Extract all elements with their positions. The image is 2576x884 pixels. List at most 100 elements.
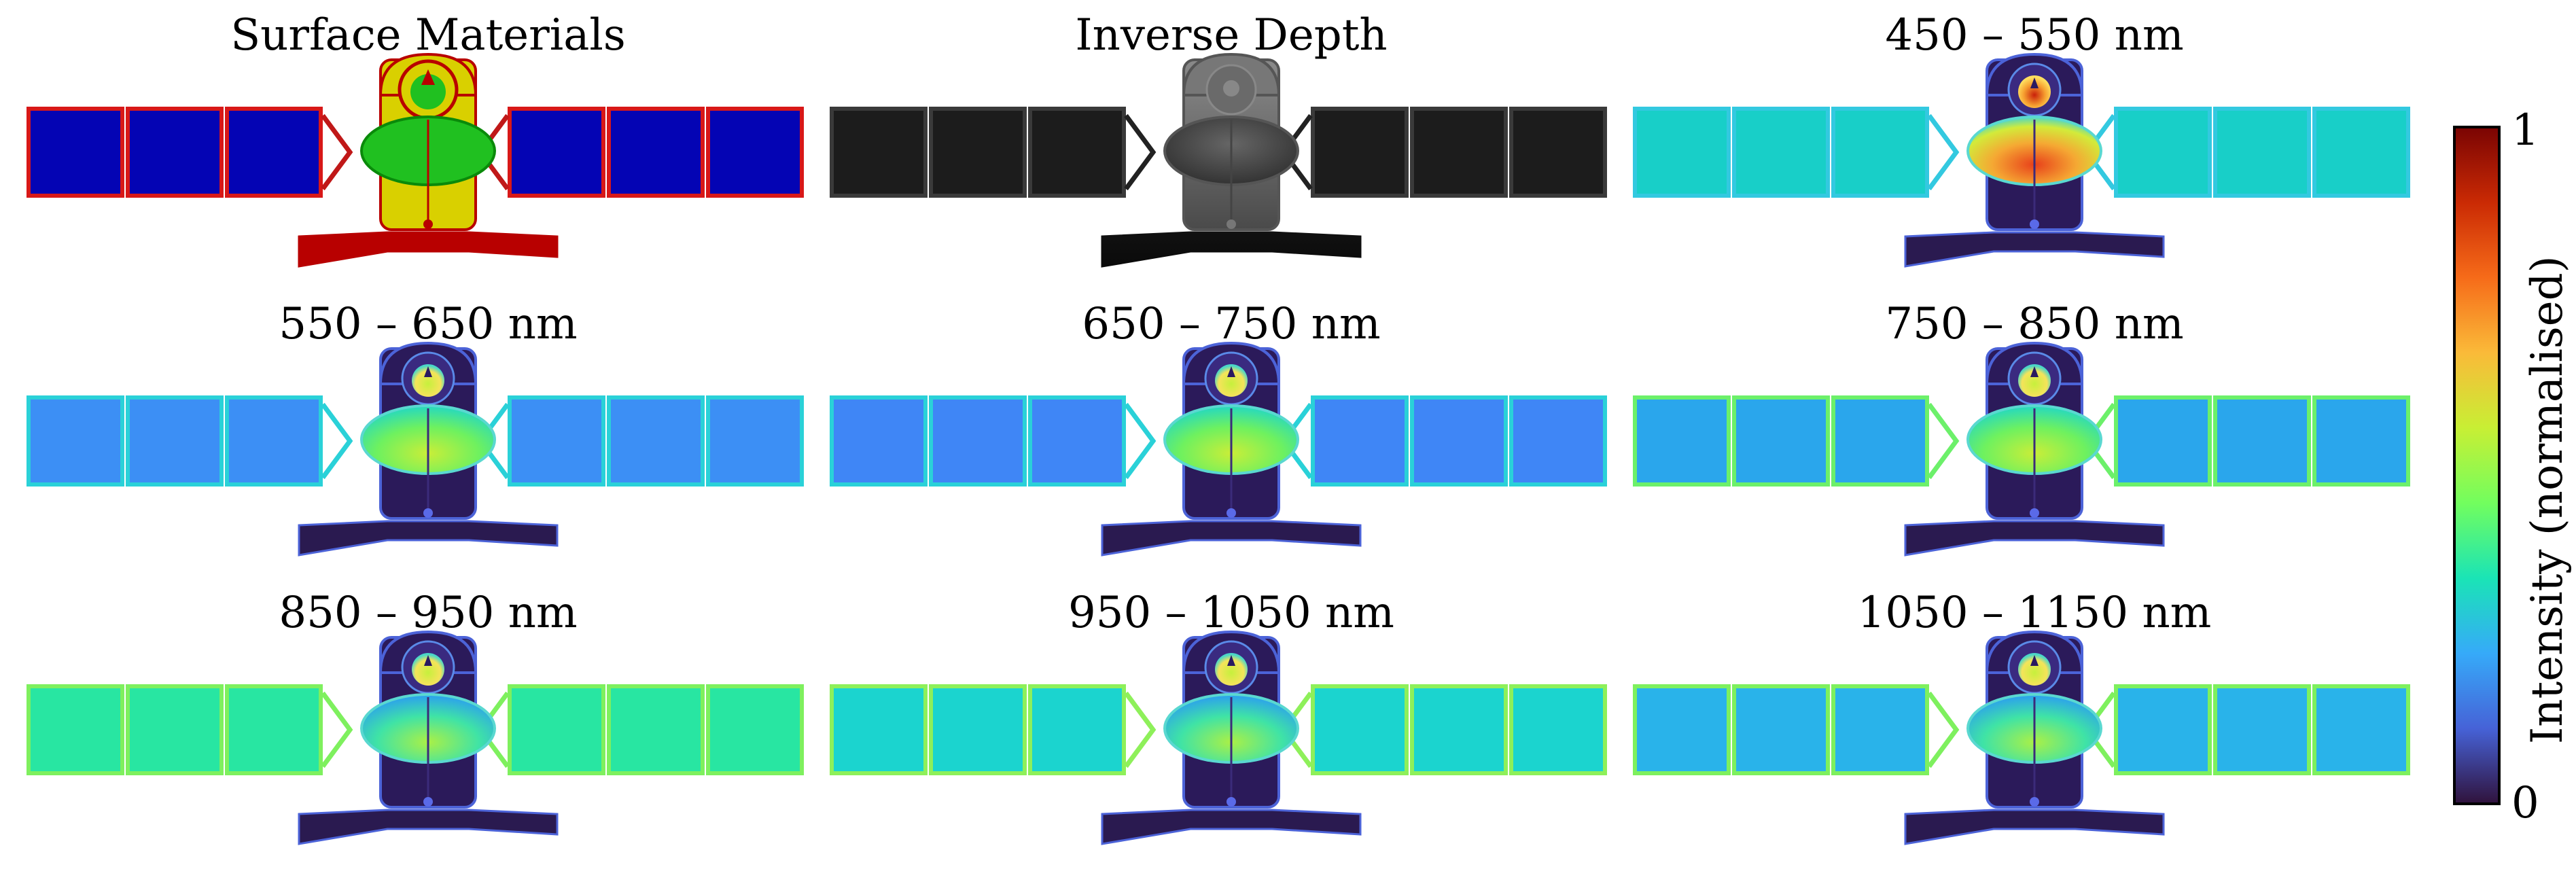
solar-panel-right xyxy=(2213,395,2311,487)
solar-panel-left xyxy=(1831,684,1929,775)
solar-panel-right xyxy=(2114,107,2212,198)
instrument-core xyxy=(412,364,444,397)
solar-panel-right xyxy=(2312,107,2410,198)
feed-point xyxy=(2030,797,2039,807)
solar-panel-left xyxy=(1028,395,1126,487)
solar-panel-right xyxy=(2312,684,2410,775)
solar-panel-right xyxy=(2213,684,2311,775)
solar-panel-left xyxy=(929,107,1027,198)
satellite xyxy=(1633,341,2410,556)
solar-panel-right xyxy=(706,107,804,198)
solar-panel-right xyxy=(508,395,605,487)
base-boom xyxy=(298,809,559,845)
solar-panel-right xyxy=(2114,684,2212,775)
solar-panel-left xyxy=(1633,684,1731,775)
satellite-render xyxy=(27,630,804,845)
solar-panel-left xyxy=(126,107,224,198)
satellite-render xyxy=(1633,52,2410,268)
instrument-core xyxy=(410,74,446,109)
panel-450-550nm: 450 – 550 nm xyxy=(1627,14,2442,306)
instrument-core xyxy=(2018,653,2051,686)
panel-title: Surface Materials xyxy=(230,10,626,60)
instrument-tip xyxy=(2030,77,2039,88)
panel-950-1050nm: 950 – 1050 nm xyxy=(824,591,1639,883)
satellite-render xyxy=(27,52,804,268)
panel-750-850nm: 750 – 850 nm xyxy=(1627,302,2442,595)
base-boom xyxy=(1904,520,2165,556)
satellite-render xyxy=(27,341,804,556)
solar-panel-left xyxy=(126,684,224,775)
satellite xyxy=(830,52,1607,268)
feed-point xyxy=(2030,508,2039,518)
strut-left xyxy=(1124,402,1157,480)
instrument-core xyxy=(1223,80,1239,96)
instrument-core xyxy=(412,653,444,686)
instrument-core xyxy=(1215,364,1248,397)
solar-panel-right xyxy=(2312,395,2410,487)
panel-650-750nm: 650 – 750 nm xyxy=(824,302,1639,595)
panel-title: 650 – 750 nm xyxy=(1082,299,1381,349)
solar-panel-left xyxy=(225,107,323,198)
solar-panel-right xyxy=(1509,395,1607,487)
panel-title: 750 – 850 nm xyxy=(1885,299,2184,349)
feed-point xyxy=(1227,508,1236,518)
solar-panel-left xyxy=(929,395,1027,487)
instrument-tip xyxy=(2030,655,2039,666)
solar-panel-left xyxy=(1732,107,1830,198)
satellite xyxy=(1633,630,2410,845)
panel-title: 450 – 550 nm xyxy=(1885,10,2184,60)
solar-panel-right xyxy=(706,395,804,487)
strut-left xyxy=(321,691,353,768)
solar-panel-left xyxy=(225,684,323,775)
solar-panel-right xyxy=(607,107,705,198)
feed-point xyxy=(423,508,433,518)
solar-panel-left xyxy=(929,684,1027,775)
colorbar-tick-min: 0 xyxy=(2511,778,2539,828)
solar-panel-left xyxy=(27,684,124,775)
panel-title: 550 – 650 nm xyxy=(279,299,578,349)
instrument-tip xyxy=(424,366,432,377)
strut-left xyxy=(1124,691,1157,768)
strut-left xyxy=(1927,113,1960,191)
solar-panel-right xyxy=(508,684,605,775)
satellite-render xyxy=(830,630,1607,845)
base-boom xyxy=(298,520,559,556)
solar-panel-left xyxy=(1633,107,1731,198)
colorbar-gradient xyxy=(2453,126,2501,805)
satellite xyxy=(27,630,804,845)
instrument-tip xyxy=(1227,655,1235,666)
instrument-tip xyxy=(421,69,435,85)
solar-panel-left xyxy=(830,684,928,775)
satellite-render xyxy=(1633,630,2410,845)
solar-panel-left xyxy=(1633,395,1731,487)
panel-title: 850 – 950 nm xyxy=(279,588,578,638)
instrument-core xyxy=(2018,364,2051,397)
instrument-core xyxy=(1215,653,1248,686)
satellite xyxy=(1633,52,2410,268)
solar-panel-right xyxy=(1311,395,1409,487)
solar-panel-left xyxy=(126,395,224,487)
satellite-render xyxy=(830,52,1607,268)
solar-panel-left xyxy=(1831,395,1929,487)
feed-point xyxy=(423,797,433,807)
base-boom xyxy=(1101,520,1362,556)
solar-panel-left xyxy=(1028,107,1126,198)
satellite-render xyxy=(830,341,1607,556)
solar-panel-right xyxy=(607,684,705,775)
panel-title: 1050 – 1150 nm xyxy=(1857,588,2212,638)
solar-panel-right xyxy=(2114,395,2212,487)
strut-left xyxy=(1927,691,1960,768)
base-boom xyxy=(1904,231,2165,268)
satellite-render xyxy=(1633,341,2410,556)
colorbar xyxy=(2453,126,2501,805)
solar-panel-right xyxy=(706,684,804,775)
solar-panel-left xyxy=(27,395,124,487)
strut-left xyxy=(321,113,353,191)
panel-850-950nm: 850 – 950 nm xyxy=(20,591,836,883)
solar-panel-right xyxy=(1509,684,1607,775)
panel-1050-1150nm: 1050 – 1150 nm xyxy=(1627,591,2442,883)
satellite xyxy=(27,341,804,556)
base-boom xyxy=(1101,809,1362,845)
feed-point xyxy=(423,219,433,229)
solar-panel-right xyxy=(1311,684,1409,775)
